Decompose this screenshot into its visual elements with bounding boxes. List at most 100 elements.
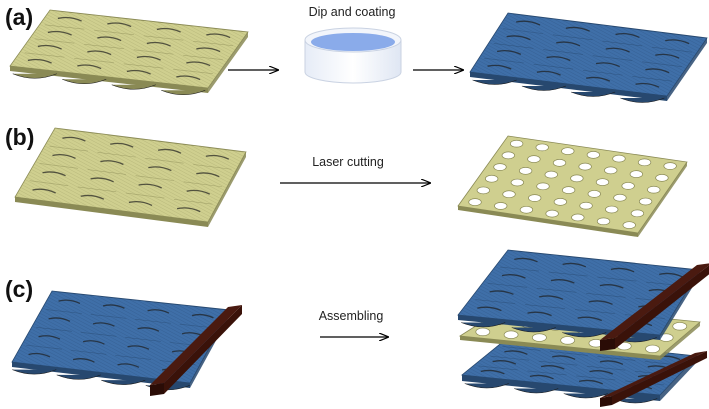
weave-bump <box>472 79 517 85</box>
weave-slit <box>527 311 552 317</box>
weave-slit <box>487 64 512 70</box>
weave-line <box>115 355 151 360</box>
weave-line <box>597 276 637 282</box>
weave-slit <box>110 142 134 148</box>
assembled-stack <box>457 249 709 407</box>
weave-slit <box>635 82 660 88</box>
sheet-front-edge <box>470 72 667 101</box>
assembling-label: Assembling <box>319 309 384 323</box>
weave-slit <box>176 207 201 213</box>
electrode-strip <box>600 351 707 398</box>
weave-bump <box>562 332 607 338</box>
weave-slit <box>577 316 603 322</box>
weave-line <box>143 35 184 41</box>
weave-line <box>97 151 136 158</box>
weave-line <box>183 181 223 188</box>
sheet-top-face <box>457 135 688 234</box>
weave-slit <box>665 39 690 45</box>
weave-slit <box>595 62 620 68</box>
weave-line <box>153 21 194 27</box>
weave-line <box>512 13 553 20</box>
weave-slit <box>48 317 71 322</box>
weave-line <box>155 140 194 147</box>
laser-hole <box>629 170 643 178</box>
weave-slit <box>156 27 181 33</box>
weave-slit <box>176 75 201 81</box>
laser-hole <box>561 147 575 155</box>
weave-slit <box>578 379 603 385</box>
weave-line <box>642 61 682 67</box>
weave-slit <box>496 50 522 55</box>
weave-line <box>54 10 95 16</box>
weave-bump <box>101 379 146 385</box>
weave-slit <box>92 322 115 327</box>
weave-line <box>49 145 88 152</box>
coated-fabric-with-electrode <box>11 290 242 396</box>
weave-line <box>183 55 223 61</box>
laser-hole <box>613 193 627 202</box>
weave-line <box>632 76 672 82</box>
weave-slit <box>42 171 66 177</box>
weave-slit <box>146 41 171 47</box>
laser-hole <box>493 163 507 171</box>
laser-hole <box>494 202 508 210</box>
weave-slit <box>47 30 72 36</box>
raw-fabric-a <box>9 9 249 96</box>
weave-bump <box>511 327 556 333</box>
panel-c-label: (c) <box>5 276 33 302</box>
weave-slit <box>205 154 230 160</box>
weave-bump <box>464 383 509 389</box>
laser-hole <box>622 221 636 229</box>
weave-line <box>125 337 161 342</box>
weave-slit <box>514 257 538 263</box>
laser-hole <box>621 182 635 190</box>
laser-hole <box>612 154 626 163</box>
laser-hole <box>663 162 677 170</box>
weave-slit <box>610 267 635 273</box>
weave-slit <box>126 69 151 75</box>
weave-line <box>548 271 588 277</box>
weave-slit <box>492 360 517 365</box>
laser-hole <box>571 213 585 222</box>
weave-slit <box>186 61 211 67</box>
weave-line <box>560 255 600 261</box>
weave-line <box>36 327 72 332</box>
weave-bump <box>12 73 57 79</box>
laser-hole <box>510 178 524 187</box>
weave-line <box>203 27 243 33</box>
weave-line <box>493 43 534 49</box>
weave-line <box>44 24 85 30</box>
weave-line <box>125 192 165 199</box>
weave-line <box>612 26 653 32</box>
electrode-side <box>164 305 242 394</box>
laser-hole <box>579 201 593 210</box>
weave-slit <box>107 22 132 28</box>
coated-fabric-a <box>469 12 708 103</box>
weave-line <box>34 38 75 44</box>
sheet-side-edge <box>660 322 700 360</box>
weave-line <box>193 41 233 47</box>
weave-slit <box>62 136 86 142</box>
weave-slit <box>52 154 76 159</box>
electrode-end <box>150 383 164 396</box>
laser-hole <box>532 333 547 342</box>
weave-slit <box>536 70 561 76</box>
electrode-end <box>600 338 615 351</box>
weave-slit <box>27 58 52 64</box>
laser-hole <box>485 174 499 183</box>
weave-slit <box>516 20 541 26</box>
weave-slit <box>90 177 114 183</box>
weave-line <box>24 52 65 58</box>
weave-line <box>77 186 117 193</box>
laser-hole <box>536 182 550 191</box>
weave-slit <box>504 350 528 355</box>
sheet-front-edge <box>458 206 638 237</box>
weave-slit <box>38 335 61 340</box>
weave-slit <box>127 345 150 350</box>
weave-line <box>133 49 174 55</box>
panel-b-label: (b) <box>5 124 34 150</box>
weave-line <box>533 63 574 70</box>
weave-line <box>107 134 146 141</box>
laser-hole <box>518 167 533 175</box>
weave-slit <box>599 360 624 365</box>
